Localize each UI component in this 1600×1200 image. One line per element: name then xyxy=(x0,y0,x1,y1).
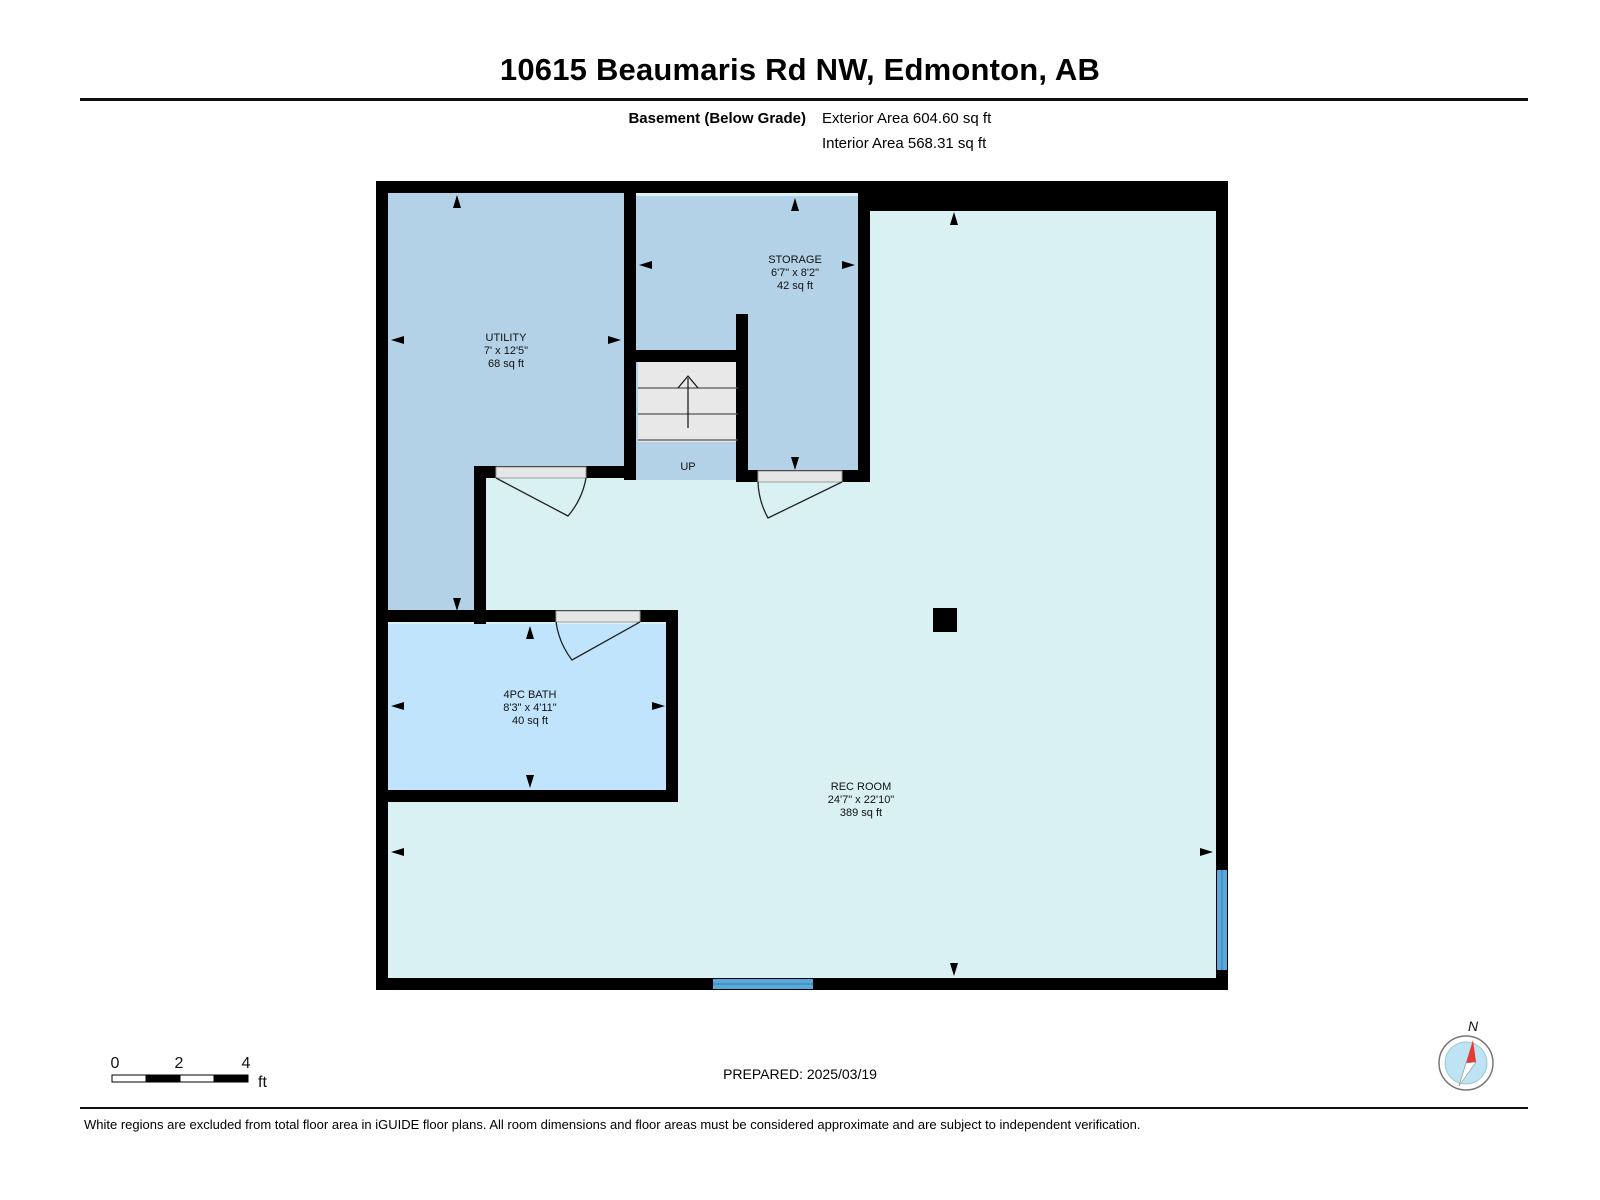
storage-door-opening xyxy=(757,470,843,483)
wall-bath-right xyxy=(666,610,678,802)
compass-north-label: N xyxy=(1468,1018,1479,1034)
scale-unit: ft xyxy=(258,1074,267,1091)
page-title: 10615 Beaumaris Rd NW, Edmonton, AB xyxy=(499,52,1101,87)
walls xyxy=(376,181,1228,990)
wall-utility-right xyxy=(624,181,636,480)
interior-area: Interior Area 568.31 sq ft xyxy=(822,135,987,152)
footer-divider xyxy=(80,1107,1528,1109)
exterior-area: Exterior Area 604.60 sq ft xyxy=(822,110,992,127)
room-fills xyxy=(380,190,1222,980)
bath-door-opening xyxy=(555,610,641,623)
compass-needle-north xyxy=(1466,1040,1476,1063)
rec-room-name: REC ROOM xyxy=(831,781,892,793)
floor-label: Basement (Below Grade) xyxy=(628,110,806,127)
scale-tick-0: 0 xyxy=(111,1055,120,1072)
doors xyxy=(495,466,843,661)
bath-dims: 8'3" x 4'11" xyxy=(503,702,556,714)
wall-bath-bottom xyxy=(376,790,678,802)
prepared-date: PREPARED: 2025/03/19 xyxy=(723,1066,877,1082)
room-labels: UTILITY 7' x 12'5" 68 sq ft STORAGE 6'7"… xyxy=(484,254,894,819)
compass-icon: N xyxy=(1438,1018,1494,1091)
bath-room-fill xyxy=(386,624,670,790)
stair-arrow-head xyxy=(677,375,699,389)
utility-area: 68 sq ft xyxy=(488,358,524,370)
header-divider xyxy=(80,98,1528,101)
stairs xyxy=(638,375,738,441)
support-column xyxy=(933,608,957,632)
scale-tick-4: 4 xyxy=(242,1055,251,1072)
rec-room-dims: 24'7" x 22'10" xyxy=(828,794,895,806)
wall-storage-left xyxy=(736,314,748,482)
stairs-label: UP xyxy=(680,461,695,473)
bath-door-swing xyxy=(555,621,641,661)
windows xyxy=(713,870,1227,989)
rec-room-area: 389 sq ft xyxy=(840,807,882,819)
utility-room-fill xyxy=(380,190,626,618)
wall-storage-right xyxy=(858,181,870,482)
scale-bar: 0 2 4 ft xyxy=(111,1055,268,1091)
storage-dims: 6'7" x 8'2" xyxy=(771,267,819,279)
wall-outer-top-thick xyxy=(860,181,1228,211)
storage-door-swing xyxy=(757,481,843,519)
bath-area: 40 sq ft xyxy=(512,715,548,727)
dimension-arrows xyxy=(391,195,1213,976)
utility-dims: 7' x 12'5" xyxy=(484,345,528,357)
wall-utility-lower xyxy=(474,466,486,624)
compass-needle-south xyxy=(1458,1061,1477,1087)
utility-door-swing xyxy=(495,477,587,517)
utility-door-opening xyxy=(495,466,587,479)
wall-outer-right xyxy=(1216,181,1228,990)
bath-name: 4PC BATH xyxy=(504,689,557,701)
wall-outer-left xyxy=(376,181,388,990)
wall-stair-top xyxy=(624,350,748,362)
storage-name: STORAGE xyxy=(768,254,822,266)
storage-area: 42 sq ft xyxy=(777,280,813,292)
footer-disclaimer: White regions are excluded from total fl… xyxy=(84,1117,1141,1132)
utility-name: UTILITY xyxy=(486,332,528,344)
scale-tick-2: 2 xyxy=(175,1055,184,1072)
